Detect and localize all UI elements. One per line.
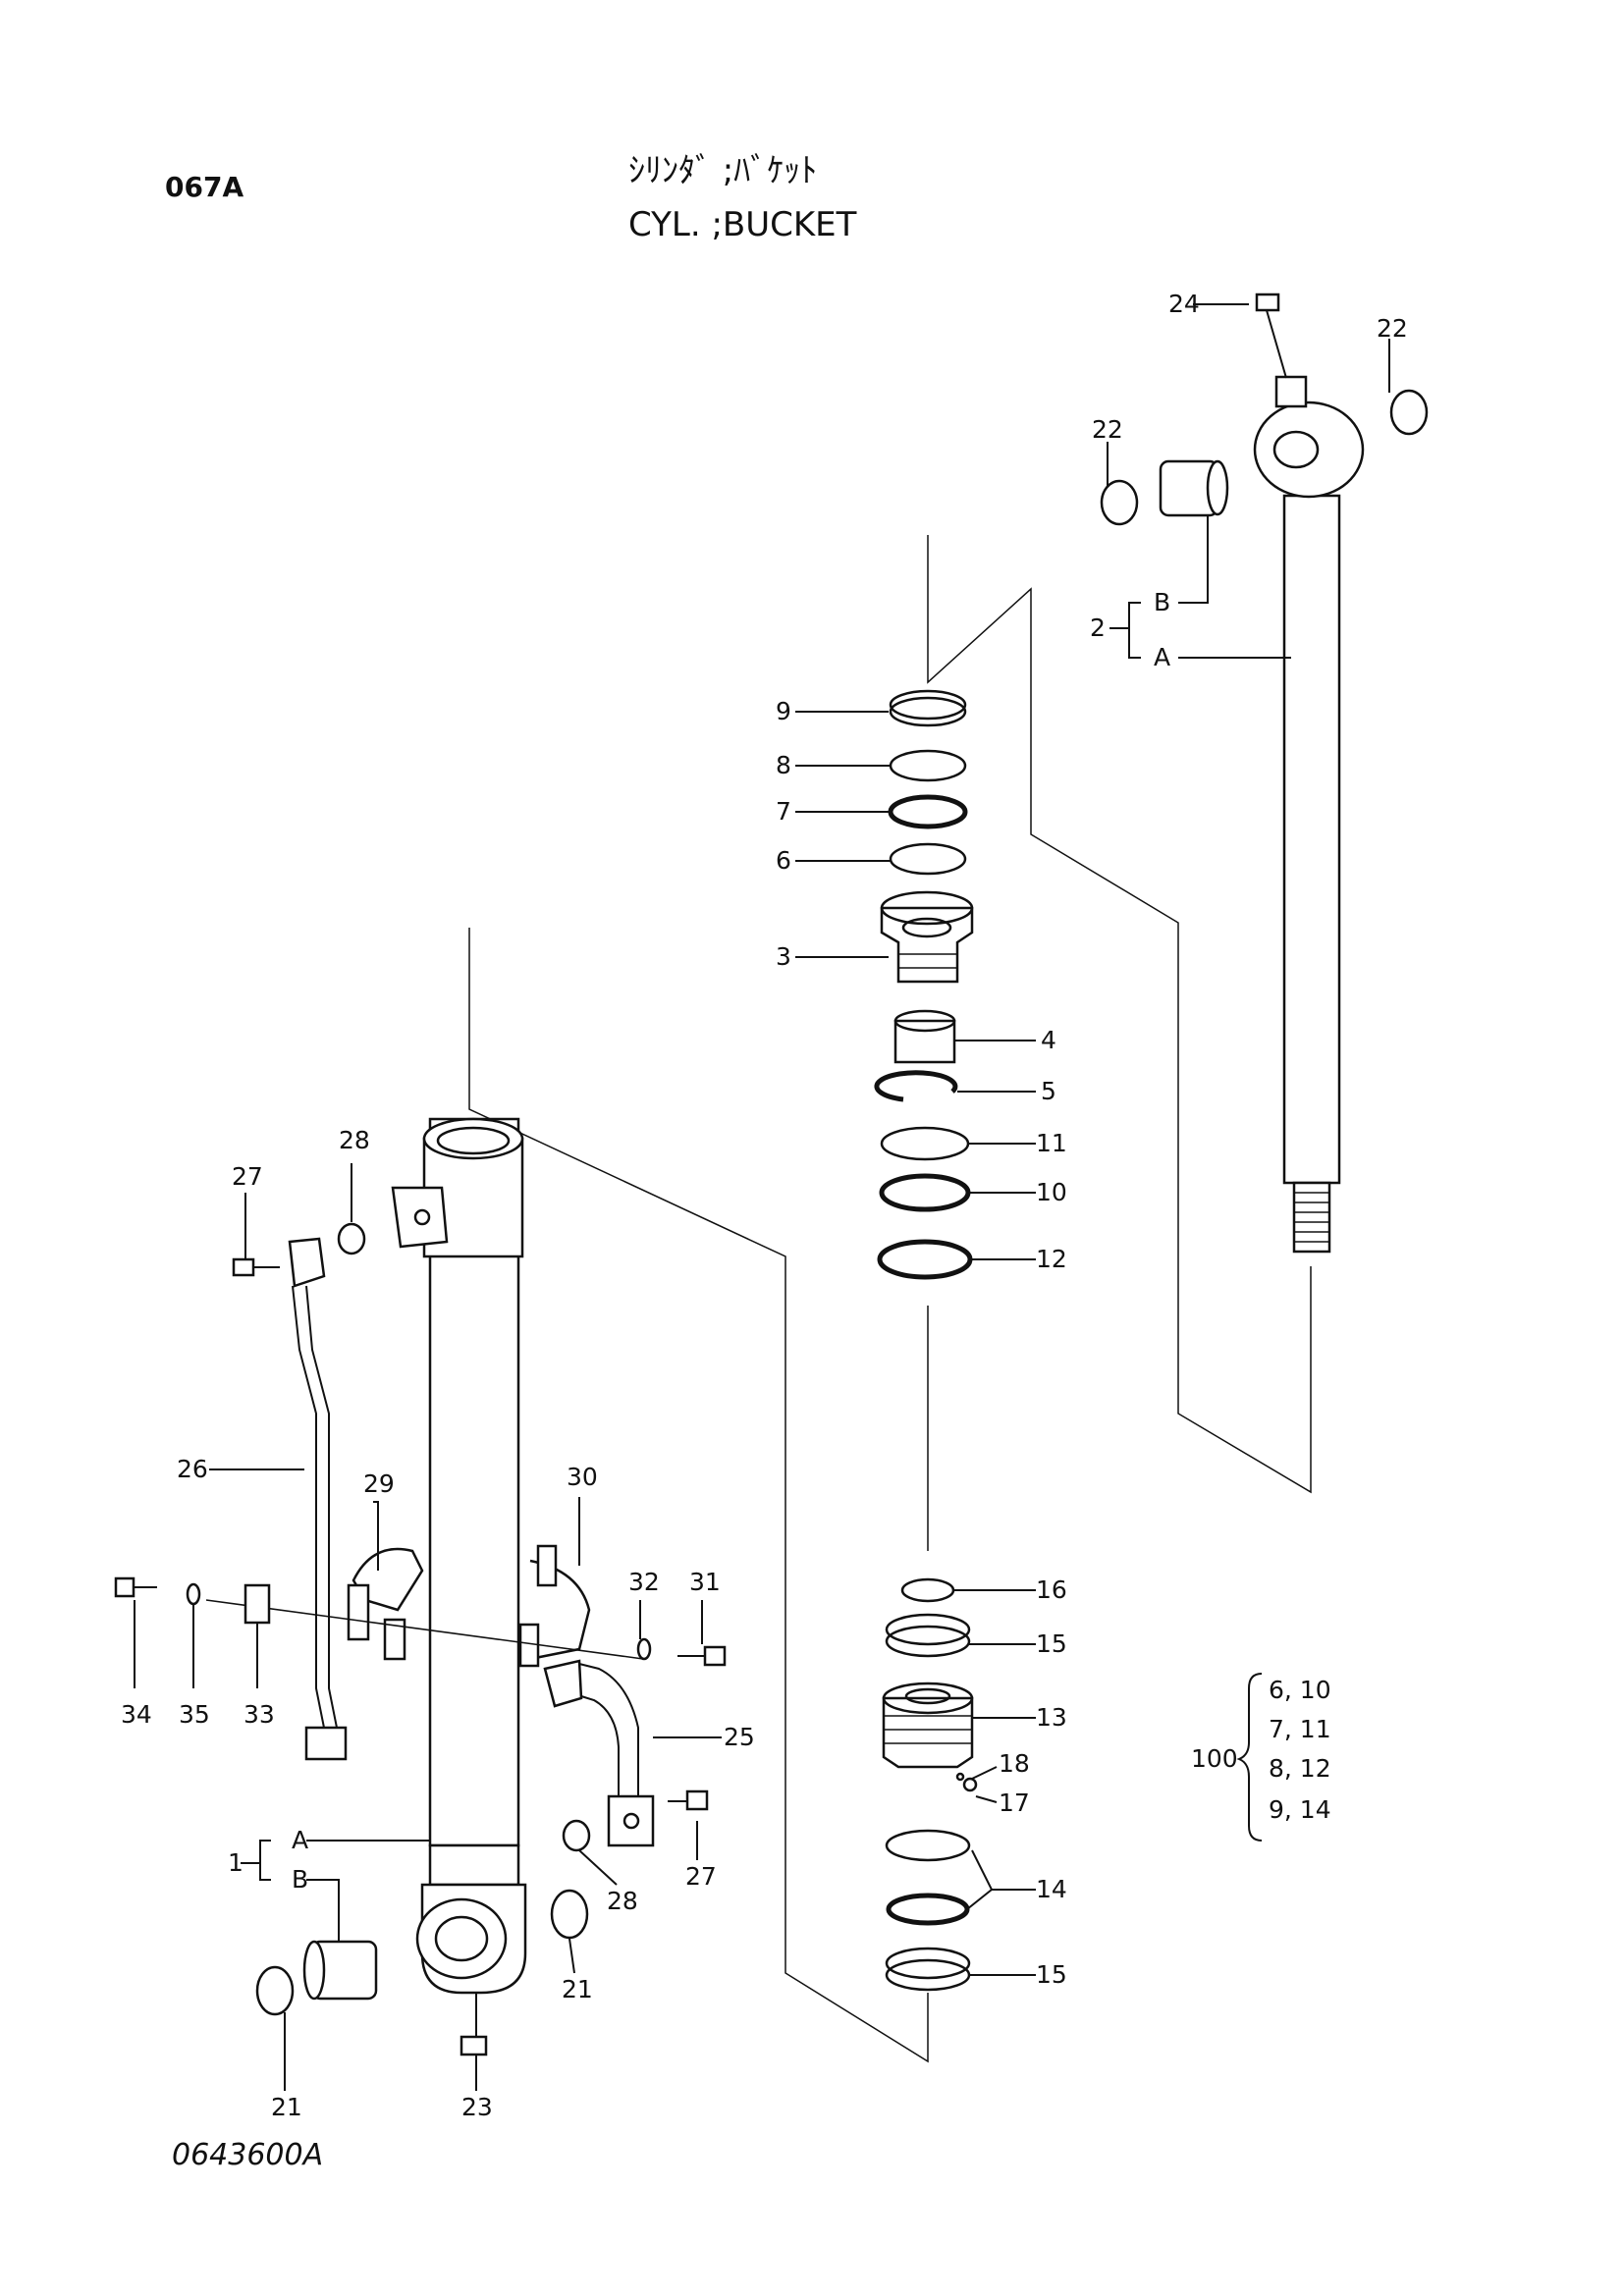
drawing-number: 0643600A [172, 2138, 323, 2172]
leader-lines [134, 303, 1390, 2091]
callout-14: 14 [1036, 1875, 1067, 1903]
title-english: CYL. ;BUCKET [628, 205, 857, 244]
title-japanese: ｼﾘﾝﾀﾞ ;ﾊﾞｹｯﾄ [628, 151, 817, 190]
callout-26: 26 [177, 1455, 208, 1483]
callout-23: 23 [461, 2093, 493, 2121]
callout-30: 30 [567, 1463, 598, 1491]
piston-set-screw [962, 1777, 978, 1792]
callout-22-left: 22 [1092, 415, 1123, 444]
callout-2B: B [1154, 588, 1170, 616]
callout-7: 7 [776, 797, 791, 826]
callout-1: 1 [228, 1848, 243, 1877]
wear-ring-lower [885, 1947, 971, 1992]
grease-nipple-rod [1255, 293, 1287, 379]
callout-6: 6 [776, 846, 791, 875]
callout-2A: A [1154, 643, 1170, 671]
kit-row: 7, 11 [1269, 1715, 1331, 1743]
explode-guide-lines [468, 535, 1312, 2063]
callout-35: 35 [179, 1700, 210, 1729]
callout-21-left: 21 [271, 2093, 302, 2121]
dust-seal-tube-right [550, 1889, 589, 1940]
callout-27-lower: 27 [685, 1862, 717, 1891]
pipe-bolt-upper [232, 1257, 280, 1277]
callout-13: 13 [1036, 1703, 1067, 1732]
callout-11: 11 [1036, 1129, 1067, 1157]
callout-17: 17 [999, 1789, 1030, 1817]
rod-cover [880, 890, 974, 984]
kit-brace [1236, 1673, 1263, 1842]
clamp-washer-right [636, 1637, 652, 1661]
callout-4: 4 [1041, 1026, 1056, 1054]
callout-8: 8 [776, 751, 791, 779]
kit-row: 6, 10 [1269, 1676, 1331, 1704]
callout-10: 10 [1036, 1178, 1067, 1206]
callout-31: 31 [689, 1568, 721, 1596]
callout-15-upper: 15 [1036, 1629, 1067, 1658]
callout-34: 34 [121, 1700, 152, 1729]
callout-21-right: 21 [562, 1975, 593, 2003]
rod-bushing [1159, 459, 1229, 517]
dust-seal-rod-left [1100, 479, 1139, 526]
clamp-bolt-axis [205, 1599, 644, 1660]
callout-3: 3 [776, 942, 791, 971]
callout-24: 24 [1168, 290, 1200, 318]
clamp-left [347, 1547, 424, 1661]
dust-seal-tube-left [255, 1965, 295, 2016]
callout-labels: 24 22 22 2 B A 9 8 7 6 3 4 5 11 10 12 16… [121, 290, 1408, 2121]
callout-9: 9 [776, 697, 791, 725]
section-code: 067A [165, 171, 243, 203]
clamp-bolt-right [677, 1645, 727, 1667]
callout-18: 18 [999, 1749, 1030, 1778]
gland-seal-rings [888, 689, 968, 876]
callout-1A: A [292, 1826, 308, 1854]
snap-ring [874, 1070, 958, 1102]
callout-12: 12 [1036, 1245, 1067, 1273]
kit-row: 8, 12 [1269, 1754, 1331, 1783]
kit-row: 9, 14 [1269, 1795, 1331, 1824]
cylinder-tube [415, 1117, 527, 1995]
callout-28-lower: 28 [607, 1887, 638, 1915]
clamp-spacer [243, 1583, 271, 1625]
dust-seal-rod-right [1389, 389, 1429, 436]
upper-flange-boss [391, 1186, 449, 1249]
o-ring-cover [879, 1173, 971, 1212]
seal-kit-group: 100 6, 10 7, 11 8, 12 9, 14 [1191, 1673, 1331, 1842]
callout-27-upper: 27 [232, 1162, 263, 1191]
callout-28-upper: 28 [339, 1126, 370, 1154]
piston [882, 1682, 974, 1769]
clamp-spring-washer [186, 1582, 201, 1606]
rod-cover-bushing [893, 1009, 956, 1064]
clamp-bolt [114, 1576, 157, 1598]
callout-1B: B [292, 1865, 308, 1894]
callout-29: 29 [363, 1469, 395, 1498]
o-ring-lower [562, 1819, 591, 1852]
pipe-bolt-lower [668, 1789, 709, 1811]
piston-steel-ball [955, 1772, 965, 1782]
callout-2: 2 [1090, 614, 1106, 642]
o-ring-upper [337, 1222, 366, 1255]
o-ring-tube [877, 1239, 973, 1280]
piston-seal-set [885, 1829, 971, 1926]
callout-22-right: 22 [1377, 314, 1408, 343]
pipe-lower [543, 1659, 655, 1847]
cushion-ring [900, 1577, 955, 1603]
callout-25: 25 [724, 1723, 755, 1751]
callout-33: 33 [243, 1700, 275, 1729]
callout-15-lower: 15 [1036, 1960, 1067, 1989]
callout-16: 16 [1036, 1575, 1067, 1604]
wear-ring-upper [885, 1613, 971, 1658]
tube-bushing [302, 1940, 378, 2001]
grease-nipple-tube [460, 1993, 488, 2056]
kit-number: 100 [1191, 1744, 1238, 1773]
backup-ring [880, 1126, 970, 1161]
pipe-upper [288, 1237, 348, 1761]
callout-5: 5 [1041, 1077, 1056, 1105]
callout-32: 32 [628, 1568, 660, 1596]
piston-rod [1253, 375, 1365, 1254]
